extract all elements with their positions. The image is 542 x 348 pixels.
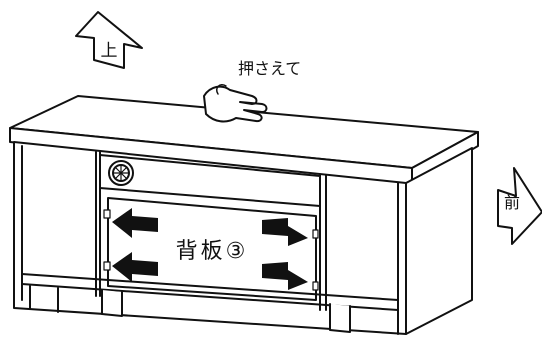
push-arrow-icon	[112, 208, 308, 290]
up-label: 上	[101, 41, 118, 61]
push-arrow-left-top	[112, 208, 158, 238]
up-arrow-icon	[75, 11, 143, 69]
hand-icon	[203, 83, 268, 123]
cabinet-top	[9, 95, 479, 185]
push-arrow-right-bottom	[262, 262, 308, 290]
front-label: 前	[504, 193, 520, 212]
front-arrow-icon	[497, 167, 542, 245]
panel-label: 背板③	[176, 239, 249, 264]
cabinet-body	[13, 141, 473, 335]
push-arrow-right-top	[262, 218, 308, 246]
vent-icon	[108, 160, 134, 186]
push-arrow-left-bottom	[112, 252, 158, 282]
bracket-marks	[103, 209, 319, 291]
press-label: 押さえて	[238, 59, 301, 78]
